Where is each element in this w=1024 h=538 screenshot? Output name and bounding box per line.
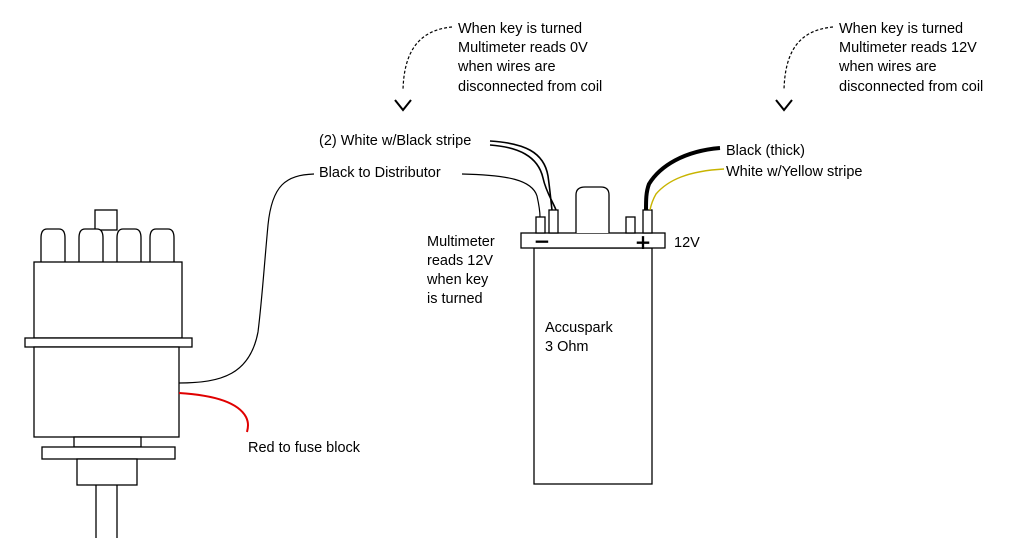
coil-positive-sign: + bbox=[635, 230, 652, 254]
distributor-rim bbox=[24, 337, 193, 348]
black-thick-wire bbox=[644, 146, 721, 211]
right-note-arrowhead bbox=[775, 99, 793, 112]
black-to-distributor-label: Black to Distributor bbox=[319, 165, 441, 181]
coil-rating: 3 Ohm bbox=[545, 339, 589, 355]
red-to-fuse-block-label: Red to fuse block bbox=[248, 440, 361, 456]
right-note-curved-arrow bbox=[783, 26, 834, 91]
white-yellow-stripe-label: White w/Yellow stripe bbox=[726, 164, 862, 180]
coil-positive-voltage: 12V bbox=[674, 235, 700, 251]
red-to-fuse-block-wire bbox=[178, 392, 249, 433]
left-key-note-line-3: when wires are bbox=[457, 59, 556, 75]
coil-negative-sign: − bbox=[534, 229, 551, 253]
left-key-note-line-2: Multimeter reads 0V bbox=[458, 40, 588, 56]
left-key-note-line-4: disconnected from coil bbox=[458, 79, 602, 95]
negative-terminal-note-line-3: when key bbox=[426, 272, 489, 288]
black-thick-label: Black (thick) bbox=[726, 143, 805, 159]
negative-terminal-note: Multimeter reads 12V when key is turned bbox=[426, 234, 495, 307]
white-black-stripe-wire-2 bbox=[489, 144, 557, 211]
white-black-stripe-wire bbox=[489, 140, 553, 211]
left-key-note: When key is turned Multimeter reads 0V w… bbox=[457, 21, 602, 95]
distributor-lower-neck bbox=[76, 458, 138, 486]
distributor-tower-3 bbox=[116, 228, 142, 262]
coil-center-tower bbox=[575, 186, 610, 233]
right-key-note-line-3: when wires are bbox=[838, 59, 937, 75]
negative-terminal-note-line-1: Multimeter bbox=[427, 234, 495, 250]
right-key-note-line-2: Multimeter reads 12V bbox=[839, 40, 977, 56]
left-note-curved-arrow bbox=[402, 26, 453, 91]
left-note-arrowhead bbox=[394, 99, 412, 112]
ignition-coil bbox=[520, 186, 666, 485]
distributor-body bbox=[33, 346, 180, 438]
distributor-center-tower bbox=[94, 209, 118, 231]
distributor-neck bbox=[73, 436, 142, 448]
coil-positive-stud bbox=[625, 216, 636, 234]
negative-terminal-note-line-2: reads 12V bbox=[427, 253, 493, 269]
distributor-cap bbox=[33, 261, 183, 339]
negative-terminal-note-line-4: is turned bbox=[427, 291, 483, 307]
left-key-note-line-1: When key is turned bbox=[458, 21, 582, 37]
coil-negative-post bbox=[548, 209, 559, 234]
coil-brand: Accuspark bbox=[545, 320, 613, 336]
right-key-note-line-4: disconnected from coil bbox=[839, 79, 983, 95]
white-black-stripe-label: (2) White w/Black stripe bbox=[319, 133, 471, 149]
distributor-tower-1 bbox=[40, 228, 66, 262]
black-to-distributor-wire bbox=[178, 173, 315, 384]
right-key-note-line-1: When key is turned bbox=[839, 21, 963, 37]
white-yellow-stripe-wire bbox=[649, 168, 725, 211]
right-key-note: When key is turned Multimeter reads 12V … bbox=[838, 21, 983, 95]
distributor-tower-4 bbox=[149, 228, 175, 262]
negative-stud-leader bbox=[461, 173, 541, 218]
distributor-tower-2 bbox=[78, 228, 104, 262]
distributor-flange bbox=[41, 446, 176, 460]
distributor bbox=[24, 209, 193, 486]
coil-body bbox=[533, 247, 653, 485]
